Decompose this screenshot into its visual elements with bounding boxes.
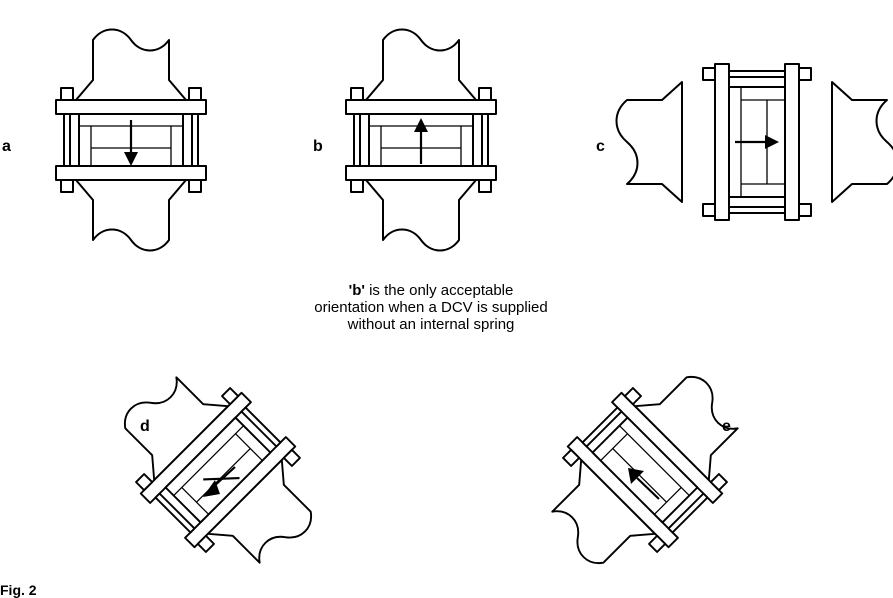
valve-diagram-c <box>615 63 893 221</box>
figure-label: Fig. 2 <box>0 582 37 598</box>
caption-line-1-rest: is the only acceptable <box>364 282 514 299</box>
valve-diagram-b <box>345 28 497 252</box>
label-e: e <box>722 418 731 435</box>
caption-line-1: 'b' is the only acceptable <box>236 282 626 299</box>
caption-line-2: orientation when a DCV is supplied <box>314 299 548 316</box>
label-b: b <box>313 138 323 155</box>
caption: 'b' is the only acceptable orientation w… <box>236 282 626 333</box>
valve-diagram-d <box>92 344 344 596</box>
caption-line-3: without an internal spring <box>347 316 515 333</box>
label-a: a <box>2 138 11 155</box>
label-c: c <box>596 138 605 155</box>
valve-diagram-e <box>519 344 771 596</box>
arrow-e <box>628 468 660 500</box>
arrow-d <box>203 466 236 497</box>
caption-bold: 'b' <box>348 282 365 299</box>
valve-diagram-a <box>55 28 207 252</box>
label-d: d <box>140 418 150 435</box>
